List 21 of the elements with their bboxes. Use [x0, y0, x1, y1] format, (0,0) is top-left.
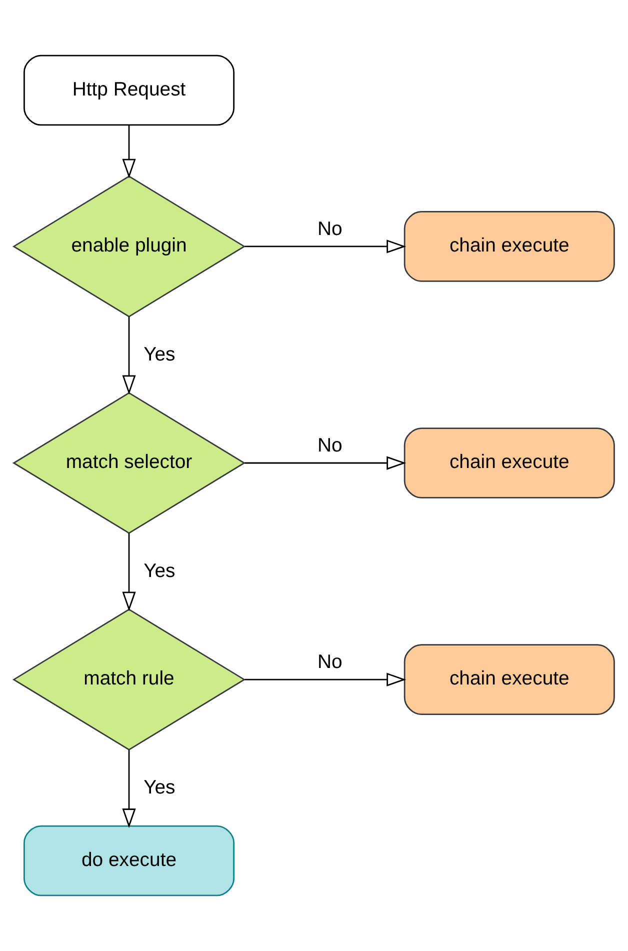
node-box: Http Request	[24, 54, 235, 126]
edge-label: Yes	[144, 344, 176, 366]
node-diamond: enable plugin	[12, 176, 246, 318]
arrow	[244, 672, 406, 686]
node-box: chain execute	[404, 644, 615, 715]
node-diamond: match rule	[12, 608, 246, 750]
edge-label: Yes	[144, 560, 176, 582]
edge-label: Yes	[144, 776, 176, 799]
arrow	[122, 316, 136, 395]
node-box: chain execute	[404, 428, 615, 498]
arrow	[122, 533, 136, 612]
node-box: chain execute	[404, 211, 615, 282]
arrow	[244, 456, 406, 470]
node-diamond: match selector	[12, 392, 246, 534]
edge-label: No	[317, 218, 342, 240]
edge-label: No	[317, 651, 342, 674]
edge-label: No	[317, 434, 342, 456]
arrow	[122, 125, 136, 178]
node-box: do execute	[24, 825, 235, 896]
arrow	[122, 750, 136, 828]
arrow	[244, 240, 406, 254]
